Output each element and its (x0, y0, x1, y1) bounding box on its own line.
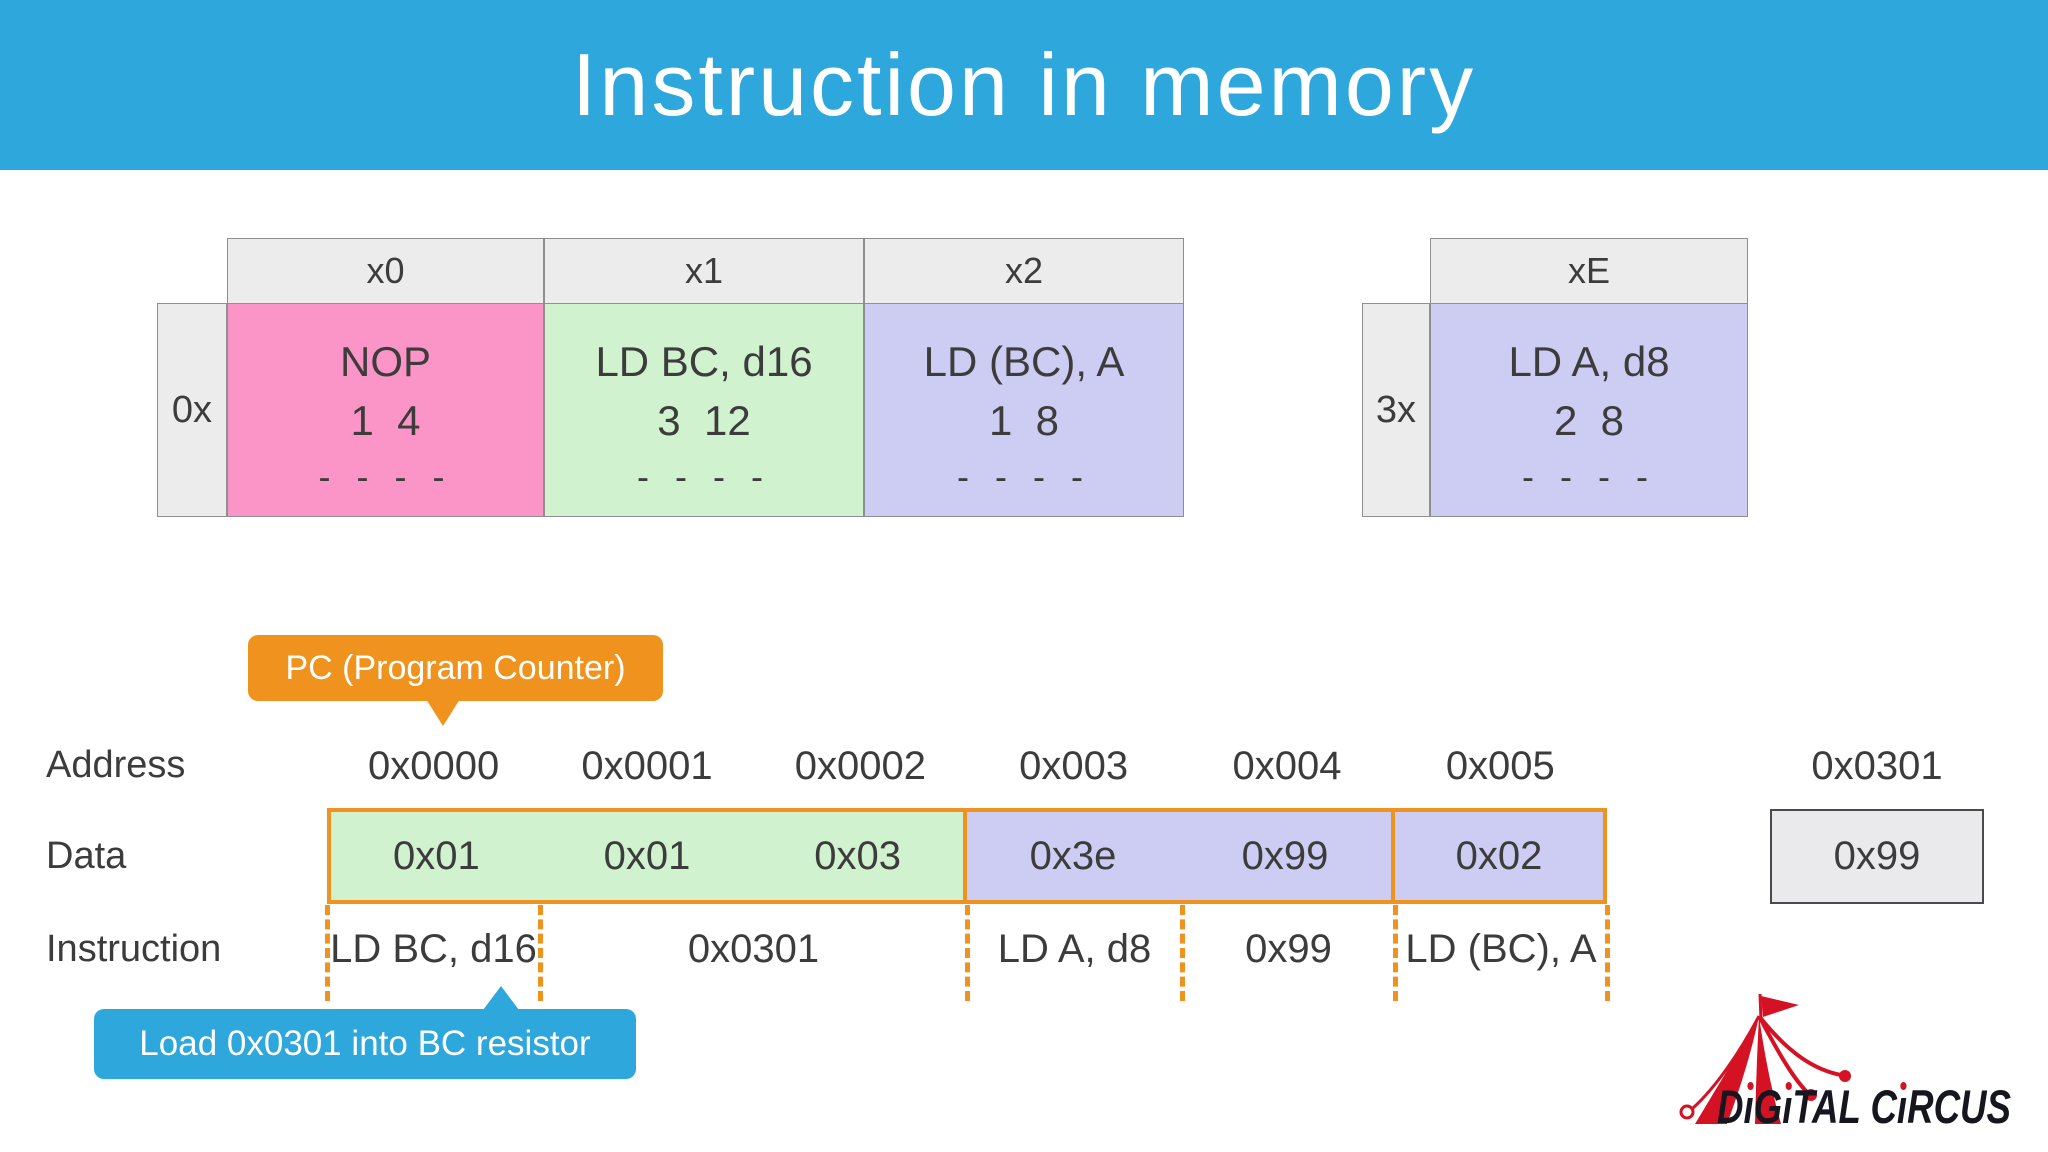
data-row: 0x01 0x01 0x03 0x3e 0x99 0x02 (327, 808, 1607, 904)
far-address-value: 0x0301 (1811, 743, 1943, 788)
opcode-col-header-xE: xE (1430, 238, 1748, 304)
pc-callout-pointer (426, 699, 460, 726)
data-box-ld-bc-bytes: 0x01 0x01 0x03 (327, 808, 967, 904)
data-box-ld-a-bytes: 0x3e 0x99 (963, 808, 1395, 904)
data-byte: 0x3e (1029, 833, 1117, 878)
instruction-segment: LD BC, d16 (330, 927, 537, 971)
opcode-flags: - - - - (957, 456, 1091, 497)
data-byte: 0x01 (603, 833, 691, 878)
opcode-col-header-x0: x0 (227, 238, 544, 304)
data-byte: 0x03 (814, 833, 902, 878)
logo-letter-i: ı (1896, 1080, 1908, 1133)
opcode-mnemonic: LD BC, d16 (595, 338, 813, 385)
address-row-label: Address (46, 744, 186, 786)
opcode-col-header-x1: x1 (544, 238, 864, 304)
instruction-segment: 0x0301 (687, 927, 820, 971)
opcode-mnemonic: NOP (339, 338, 431, 385)
opcode-row-label-0x: 0x (157, 303, 227, 517)
byte-boundary-dashed-line (538, 905, 543, 1001)
data-byte: 0x02 (1455, 833, 1543, 878)
opcode-table-0x: x0 x1 x2 0x NOP 1 4 - - - - LD BC, d16 3… (157, 238, 1184, 517)
data-byte: 0x99 (1241, 833, 1329, 878)
opcode-header-row: xE (1362, 238, 1748, 304)
byte-boundary-dashed-line (325, 905, 330, 1001)
table-corner-spacer (157, 238, 227, 304)
byte-boundary-dashed-line (1605, 905, 1610, 1001)
data-byte: 0x01 (392, 833, 480, 878)
opcode-table-3x: xE 3x LD A, d8 2 8 - - - - (1362, 238, 1748, 517)
logo-letter: G (1753, 1080, 1783, 1133)
title-banner: Instruction in memory (0, 0, 2048, 170)
opcode-cell-ld-bc-a: LD (BC), A 1 8 - - - - (864, 303, 1184, 517)
digital-circus-logo: DıGıTAL CıRCUS (1675, 990, 2045, 1142)
data-row-label: Data (46, 835, 127, 877)
data-box-ld-bc-a-byte: 0x02 (1391, 808, 1607, 904)
opcode-bytes-cycles: 2 8 (1553, 397, 1625, 444)
opcode-mnemonic: LD A, d8 (1508, 338, 1670, 385)
slide-title: Instruction in memory (571, 35, 1477, 134)
opcode-flags: - - - - (637, 456, 771, 497)
note-callout-label: Load 0x0301 into BC resistor (139, 1024, 591, 1063)
opcode-bytes-cycles: 3 12 (657, 397, 751, 444)
logo-text: DıGıTAL CıRCUS (1717, 1079, 2011, 1134)
pc-callout: PC (Program Counter) (248, 635, 663, 726)
byte-boundary-dashed-line (1393, 905, 1398, 1001)
logo-letter: D (1717, 1080, 1744, 1133)
address-value: 0x005 (1445, 743, 1555, 788)
address-value: 0x003 (1019, 743, 1129, 788)
opcode-bytes-cycles: 1 4 (350, 397, 421, 444)
address-row: 0x0000 0x0001 0x0002 0x003 0x004 0x005 (327, 744, 1607, 788)
opcode-bytes-cycles: 1 8 (988, 397, 1060, 444)
instruction-segment: LD (BC), A (1405, 927, 1597, 971)
opcode-flags: - - - - (1522, 456, 1656, 497)
opcode-body-row: 3x LD A, d8 2 8 - - - - (1362, 303, 1748, 517)
logo-letter-i: ı (1743, 1080, 1754, 1133)
address-value: 0x0001 (581, 743, 713, 788)
instruction-row-label: Instruction (46, 928, 222, 970)
byte-boundary-dashed-line (1180, 905, 1185, 1001)
opcode-header-row: x0 x1 x2 (157, 238, 1184, 304)
instruction-segment: LD A, d8 (997, 927, 1152, 971)
far-data-box: 0x99 (1770, 809, 1984, 904)
pc-callout-label: PC (Program Counter) (285, 648, 626, 687)
table-corner-spacer (1362, 238, 1430, 304)
opcode-col-header-x2: x2 (864, 238, 1184, 304)
note-callout: Load 0x0301 into BC resistor (94, 986, 636, 1079)
logo-letter-i: ı (1782, 1080, 1793, 1133)
opcode-cell-ld-a-d8: LD A, d8 2 8 - - - - (1430, 303, 1748, 517)
opcode-row-label-3x: 3x (1362, 303, 1430, 517)
opcode-mnemonic: LD (BC), A (923, 338, 1125, 385)
opcode-flags: - - - - (318, 456, 453, 497)
opcode-body-row: 0x NOP 1 4 - - - - LD BC, d16 3 12 - - -… (157, 303, 1184, 517)
note-callout-pointer (483, 986, 519, 1010)
byte-boundary-dashed-line (965, 905, 970, 1001)
opcode-cell-ld-bc-d16: LD BC, d16 3 12 - - - - (544, 303, 864, 517)
address-value: 0x004 (1232, 743, 1342, 788)
instruction-segment: 0x99 (1245, 927, 1332, 971)
address-value: 0x0002 (794, 743, 926, 788)
opcode-cell-nop: NOP 1 4 - - - - (227, 303, 544, 517)
address-value: 0x0000 (368, 743, 500, 788)
logo-letters: TAL C (1792, 1080, 1897, 1133)
logo-letters: RCUS (1907, 1080, 2011, 1133)
circus-tent-icon (1679, 993, 1851, 1124)
